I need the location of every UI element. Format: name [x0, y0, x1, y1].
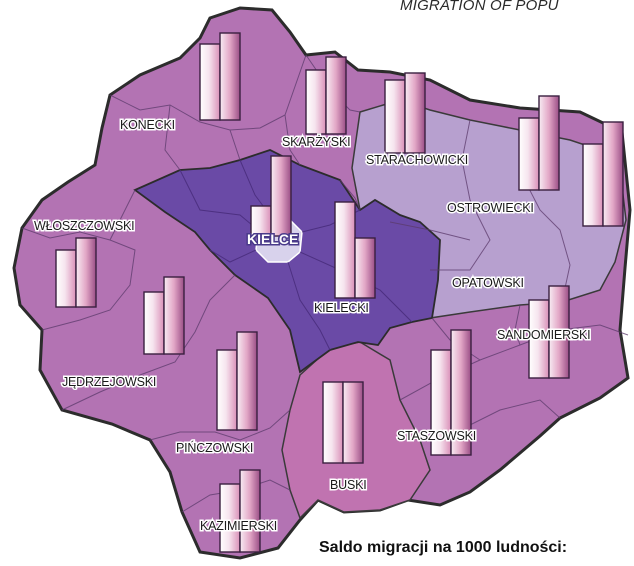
map-title: MIGRATION OF POPU [400, 0, 559, 14]
region-labels: KONECKI SKARŻYSKI STARACHOWICKI OSTROWIE… [33, 117, 593, 535]
bar-buski-b [342, 381, 364, 464]
bar-ostrowiecki-a [518, 117, 540, 191]
bar-ostrowiecki-east-a [582, 143, 604, 227]
bar-starachowicki-b [404, 72, 426, 154]
bar-buski-a [322, 381, 344, 464]
bar-staszowski-b [450, 329, 472, 456]
label-kielce: KIELCE [247, 231, 298, 247]
bar-skarzyski-a [305, 69, 327, 135]
label-jedrzejowski: JĘDRZEJOWSKI [62, 375, 156, 389]
bar-ostrowiecki-east-b [602, 121, 624, 227]
label-staszowski: STASZOWSKI [397, 429, 476, 443]
label-wloszczowski: WŁOSZCZOWSKI [34, 219, 134, 233]
bar-kielecki-b [354, 237, 376, 299]
bar-ostrowiecki-b [538, 95, 560, 191]
bar-jedrzejowski-b [163, 276, 185, 355]
label-konecki: KONECKI [120, 118, 175, 132]
label-ostrowiecki: OSTROWIECKI [447, 201, 534, 215]
legend-title: Saldo migracji na 1000 ludności: [319, 539, 568, 556]
bar-kazimierski-b [239, 469, 261, 553]
bar-kielce-b [270, 155, 292, 237]
bar-kazimierski-a [219, 483, 241, 553]
label-skarzyski: SKARŻYSKI [282, 135, 350, 149]
label-kazimierski: KAZIMIERSKI [200, 519, 277, 533]
bar-pinczowski-b [236, 331, 258, 431]
label-pinczowski: PIŃCZOWSKI [176, 440, 253, 455]
bar-konecki-a [199, 43, 221, 121]
label-starachowicki: STARACHOWICKI [366, 153, 468, 167]
bar-wloszczowski-a [55, 249, 77, 308]
migration-bars [55, 32, 624, 553]
label-opatowski: OPATOWSKI [452, 276, 524, 290]
label-buski: BUSKI [330, 478, 367, 492]
bar-skarzyski-b [325, 56, 347, 135]
bar-wloszczowski-b [75, 237, 97, 308]
bar-konecki-b [219, 32, 241, 121]
bar-pinczowski-a [216, 349, 238, 431]
bar-kielecki-a [334, 201, 356, 299]
bar-starachowicki-a [384, 79, 406, 154]
label-sandomierski: SANDOMIERSKI [497, 328, 590, 342]
label-kielecki: KIELECKI [314, 301, 369, 315]
bar-sandomierski-b [548, 285, 570, 379]
bar-jedrzejowski-a [143, 291, 165, 355]
